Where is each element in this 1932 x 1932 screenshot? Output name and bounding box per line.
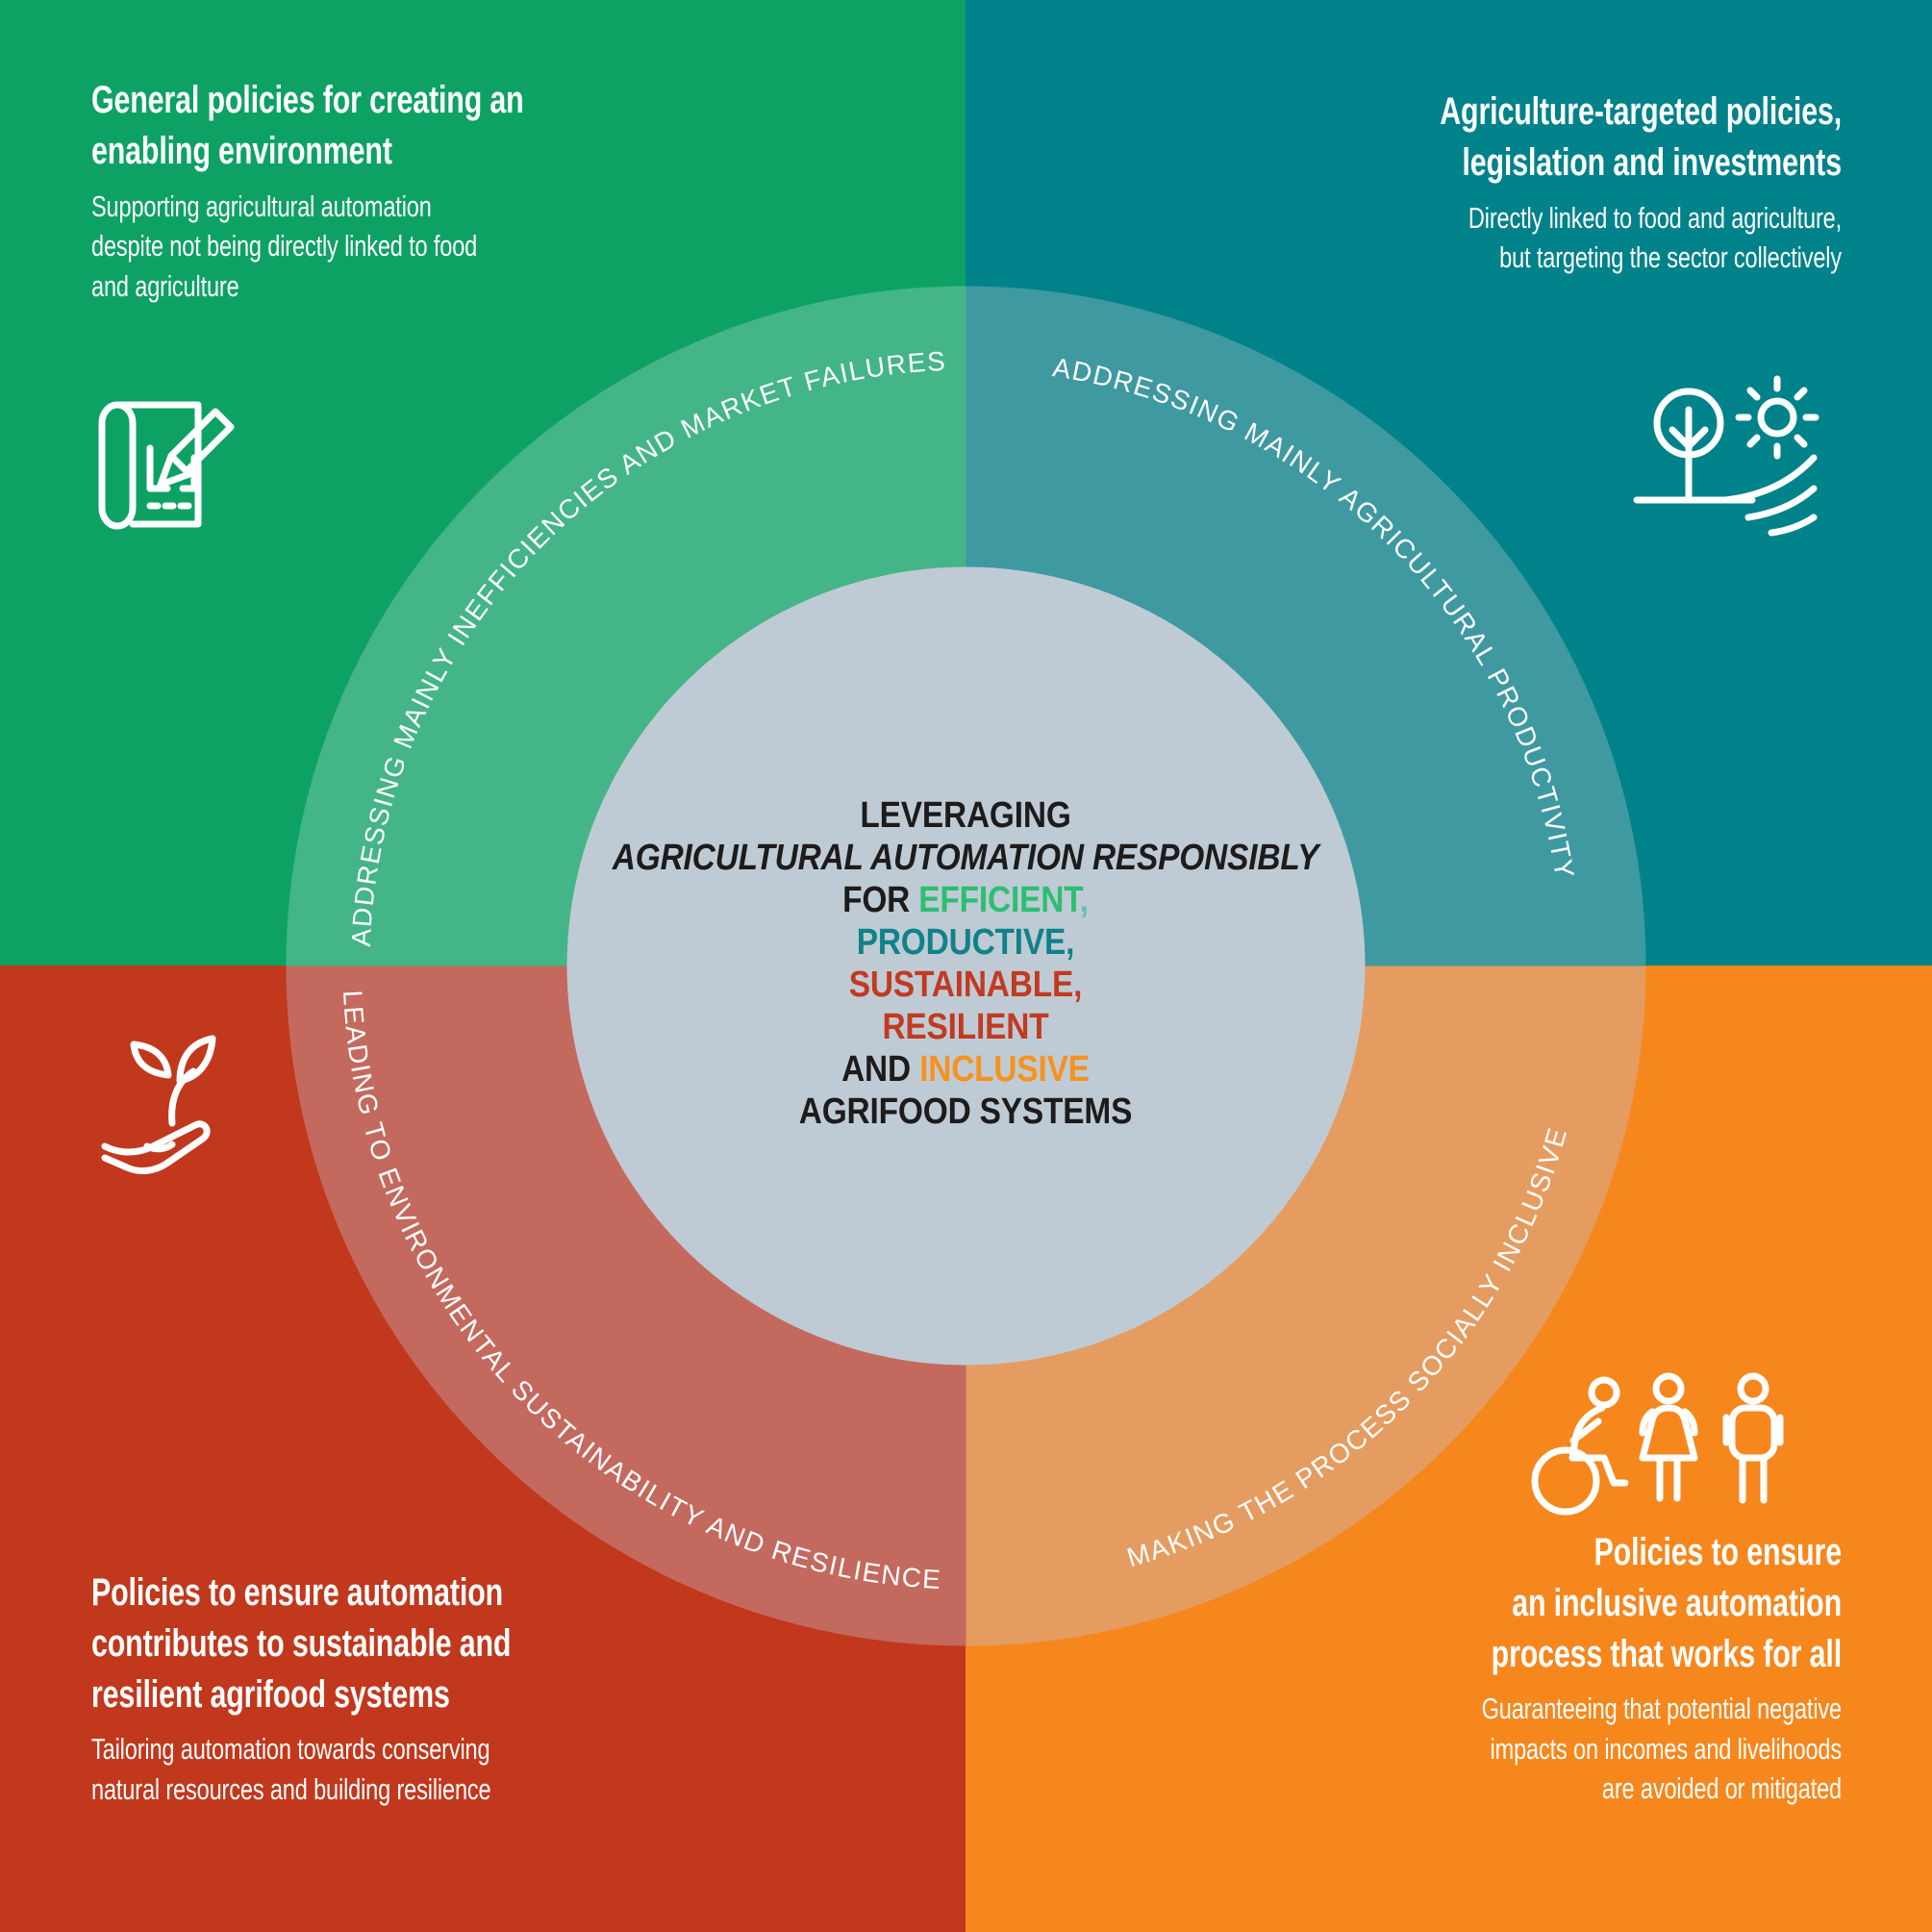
word-resilient: RESILIENT [882,1007,1049,1047]
blueprint-pencil-icon [87,383,240,546]
wheelchair-person-icon [1531,1376,1629,1516]
hand-sprout-icon-shapes [101,1035,216,1174]
efficient-comma: , [1079,880,1089,920]
bottom-left-subtext: Tailoring automation towards conserving … [91,1732,491,1806]
center-line-agricultural-automation: AGRICULTURAL AUTOMATION RESPONSIBLY [612,838,1319,878]
ring-arc-bottom-right [966,966,1646,1646]
hand-sprout-icon [91,1021,250,1194]
top-right-text-block: Agriculture-targeted policies, legislati… [1271,87,1842,278]
man-icon [1722,1372,1784,1504]
word-productive: PRODUCTIVE, [856,922,1075,963]
top-right-heading: Agriculture-targeted policies, legislati… [1440,90,1842,184]
center-line-and-inclusive: AND INCLUSIVE [841,1049,1090,1090]
ring-arc-top-left [286,286,966,966]
word-efficient: EFFICIENT [918,880,1080,920]
center-line-for-efficient: FOR EFFICIENT, [842,880,1089,920]
center-statement: LEVERAGING AGRICULTURAL AUTOMATION RESPO… [585,794,1346,1133]
top-left-text-block: General policies for creating an enablin… [91,75,662,306]
word-inclusive: INCLUSIVE [919,1049,1090,1090]
tree-sun-field-icon-shapes [1633,375,1819,537]
top-left-heading: General policies for creating an enablin… [91,79,524,172]
center-line-agrifood-systems: AGRIFOOD SYSTEMS [798,1091,1133,1132]
bottom-left-text-block: Policies to ensure automation contribute… [91,1568,662,1809]
wheelchair-woman-man-icon [1519,1367,1798,1526]
tree-sun-field-icon [1625,364,1822,546]
top-left-subtext: Supporting agricultural automation despi… [91,188,478,303]
bottom-right-subtext: Guaranteeing that potential negative imp… [1481,1692,1843,1806]
blueprint-pencil-icon-shapes [98,401,235,530]
bottom-right-text-block: Policies to ensure an inclusive automati… [1271,1527,1843,1809]
woman-icon [1639,1372,1698,1502]
top-right-subtext: Directly linked to food and agriculture,… [1468,200,1842,275]
bottom-right-heading: Policies to ensure an inclusive automati… [1491,1531,1842,1675]
center-circle [566,566,1366,1366]
center-line-leveraging: LEVERAGING [860,795,1071,836]
ring-arc-top-right [966,286,1646,966]
ring-arc-bottom-left [286,966,966,1646]
bottom-left-heading: Policies to ensure automation contribute… [91,1571,512,1716]
word-sustainable: SUSTAINABLE, [848,965,1083,1005]
